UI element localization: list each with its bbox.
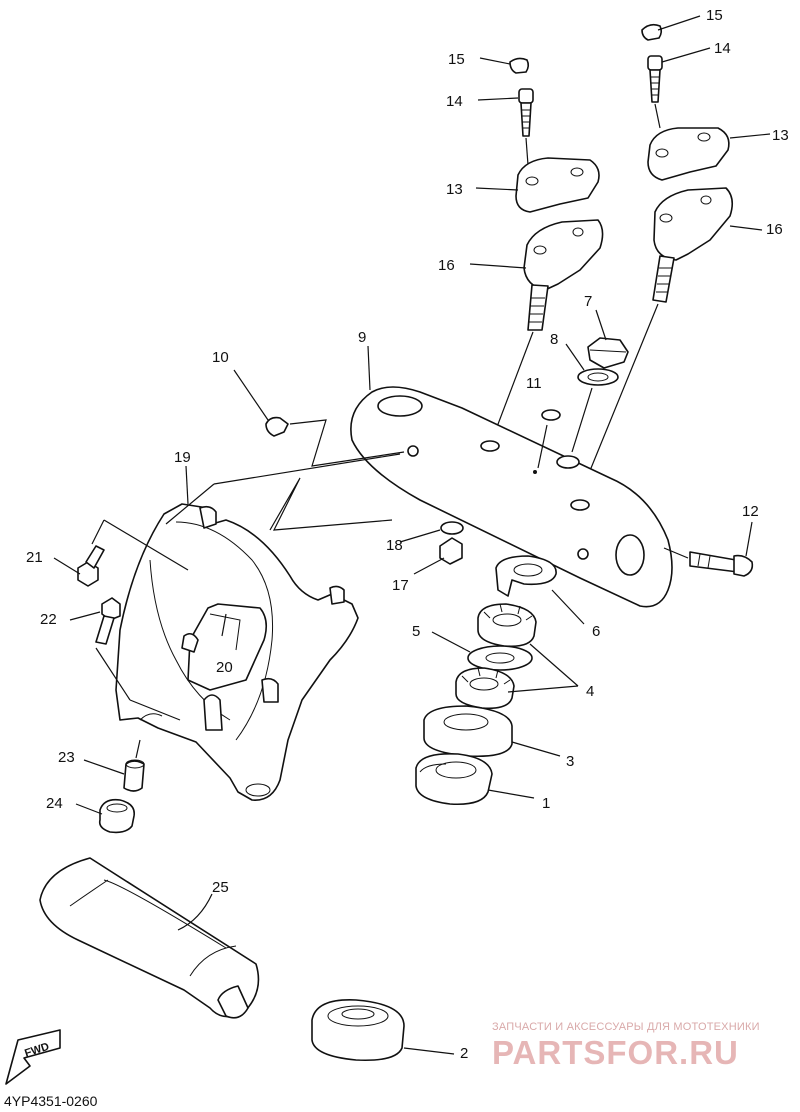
callout-labels: 15 14 13 16 15 14 13 16 7 8 9 10 11 19 1… (26, 7, 789, 1062)
callout-5: 5 (412, 623, 420, 640)
part-24-grommet (98, 798, 136, 834)
part-1-bearing (415, 752, 493, 806)
callout-1: 1 (542, 795, 550, 812)
fwd-arrow-icon: FWD (5, 1029, 61, 1085)
callout-4: 4 (586, 683, 594, 700)
watermark-caption: ЗАПЧАСТИ И АКСЕССУАРЫ ДЛЯ МОТОТЕХНИКИ (492, 1021, 760, 1033)
callout-22: 22 (40, 611, 57, 628)
part-18-washer (440, 521, 464, 535)
callout-2: 2 (460, 1045, 468, 1062)
part-25-cover (39, 857, 260, 1019)
callout-16-right: 16 (766, 221, 783, 238)
part-4-ring-nut-lower (455, 667, 515, 710)
callout-13-left: 13 (446, 181, 463, 198)
part-3-bearing-race (423, 705, 513, 758)
part-5-washer (467, 645, 533, 671)
callout-11: 11 (526, 375, 542, 392)
callout-10: 10 (212, 349, 229, 366)
callout-15-left: 15 (448, 51, 465, 68)
part-20-inner-bracket (181, 603, 268, 691)
callout-8: 8 (550, 331, 558, 348)
part-15-cap-right (641, 23, 663, 41)
part-13-upper-holder-left (515, 157, 600, 213)
left-riser-assembly (491, 57, 604, 441)
callout-15-right: 15 (706, 7, 723, 24)
part-7-nut (587, 337, 629, 369)
part-22-bolt (95, 597, 121, 645)
callout-16-left: 16 (438, 257, 455, 274)
part-17-nut (439, 537, 463, 565)
callout-19: 19 (174, 449, 191, 466)
callout-14-right: 14 (714, 40, 731, 57)
part-16-lower-holder-right (653, 187, 734, 261)
callout-6: 6 (592, 623, 600, 640)
diagram-code: 4YP4351-0260 (4, 1093, 98, 1109)
callout-23: 23 (58, 749, 75, 766)
callout-12: 12 (742, 503, 759, 520)
part-14-bolt-left (518, 88, 534, 104)
part-12-bolt (689, 551, 754, 577)
part-6-ring (495, 555, 557, 597)
callout-17: 17 (392, 577, 409, 594)
part-8-washer (577, 368, 619, 386)
part-2-bearing (311, 999, 405, 1062)
part-11-cap (541, 409, 561, 421)
part-23-collar (123, 759, 145, 792)
callout-25: 25 (212, 879, 229, 896)
callout-21: 21 (26, 549, 43, 566)
part-4-ring-nut-upper (477, 603, 537, 648)
part-9-upper-bracket (350, 386, 673, 608)
callout-13-right: 13 (772, 127, 789, 144)
callout-24: 24 (46, 795, 63, 812)
part-14-bolt-right (647, 55, 663, 71)
callout-20: 20 (216, 659, 233, 676)
part-13-upper-holder-right (647, 127, 730, 181)
callout-3: 3 (566, 753, 574, 770)
callout-14-left: 14 (446, 93, 463, 110)
leader-lines (53, 15, 771, 1055)
callout-7: 7 (584, 293, 592, 310)
part-16-lower-holder-left (523, 219, 604, 291)
part-15-cap-left (509, 57, 530, 74)
callout-18: 18 (386, 537, 403, 554)
part-10-damper (265, 416, 289, 437)
part-21-bolt (77, 545, 105, 587)
callout-9: 9 (358, 329, 366, 346)
watermark-brand: PARTSFOR.RU (492, 1034, 739, 1071)
right-riser-assembly (577, 23, 734, 501)
